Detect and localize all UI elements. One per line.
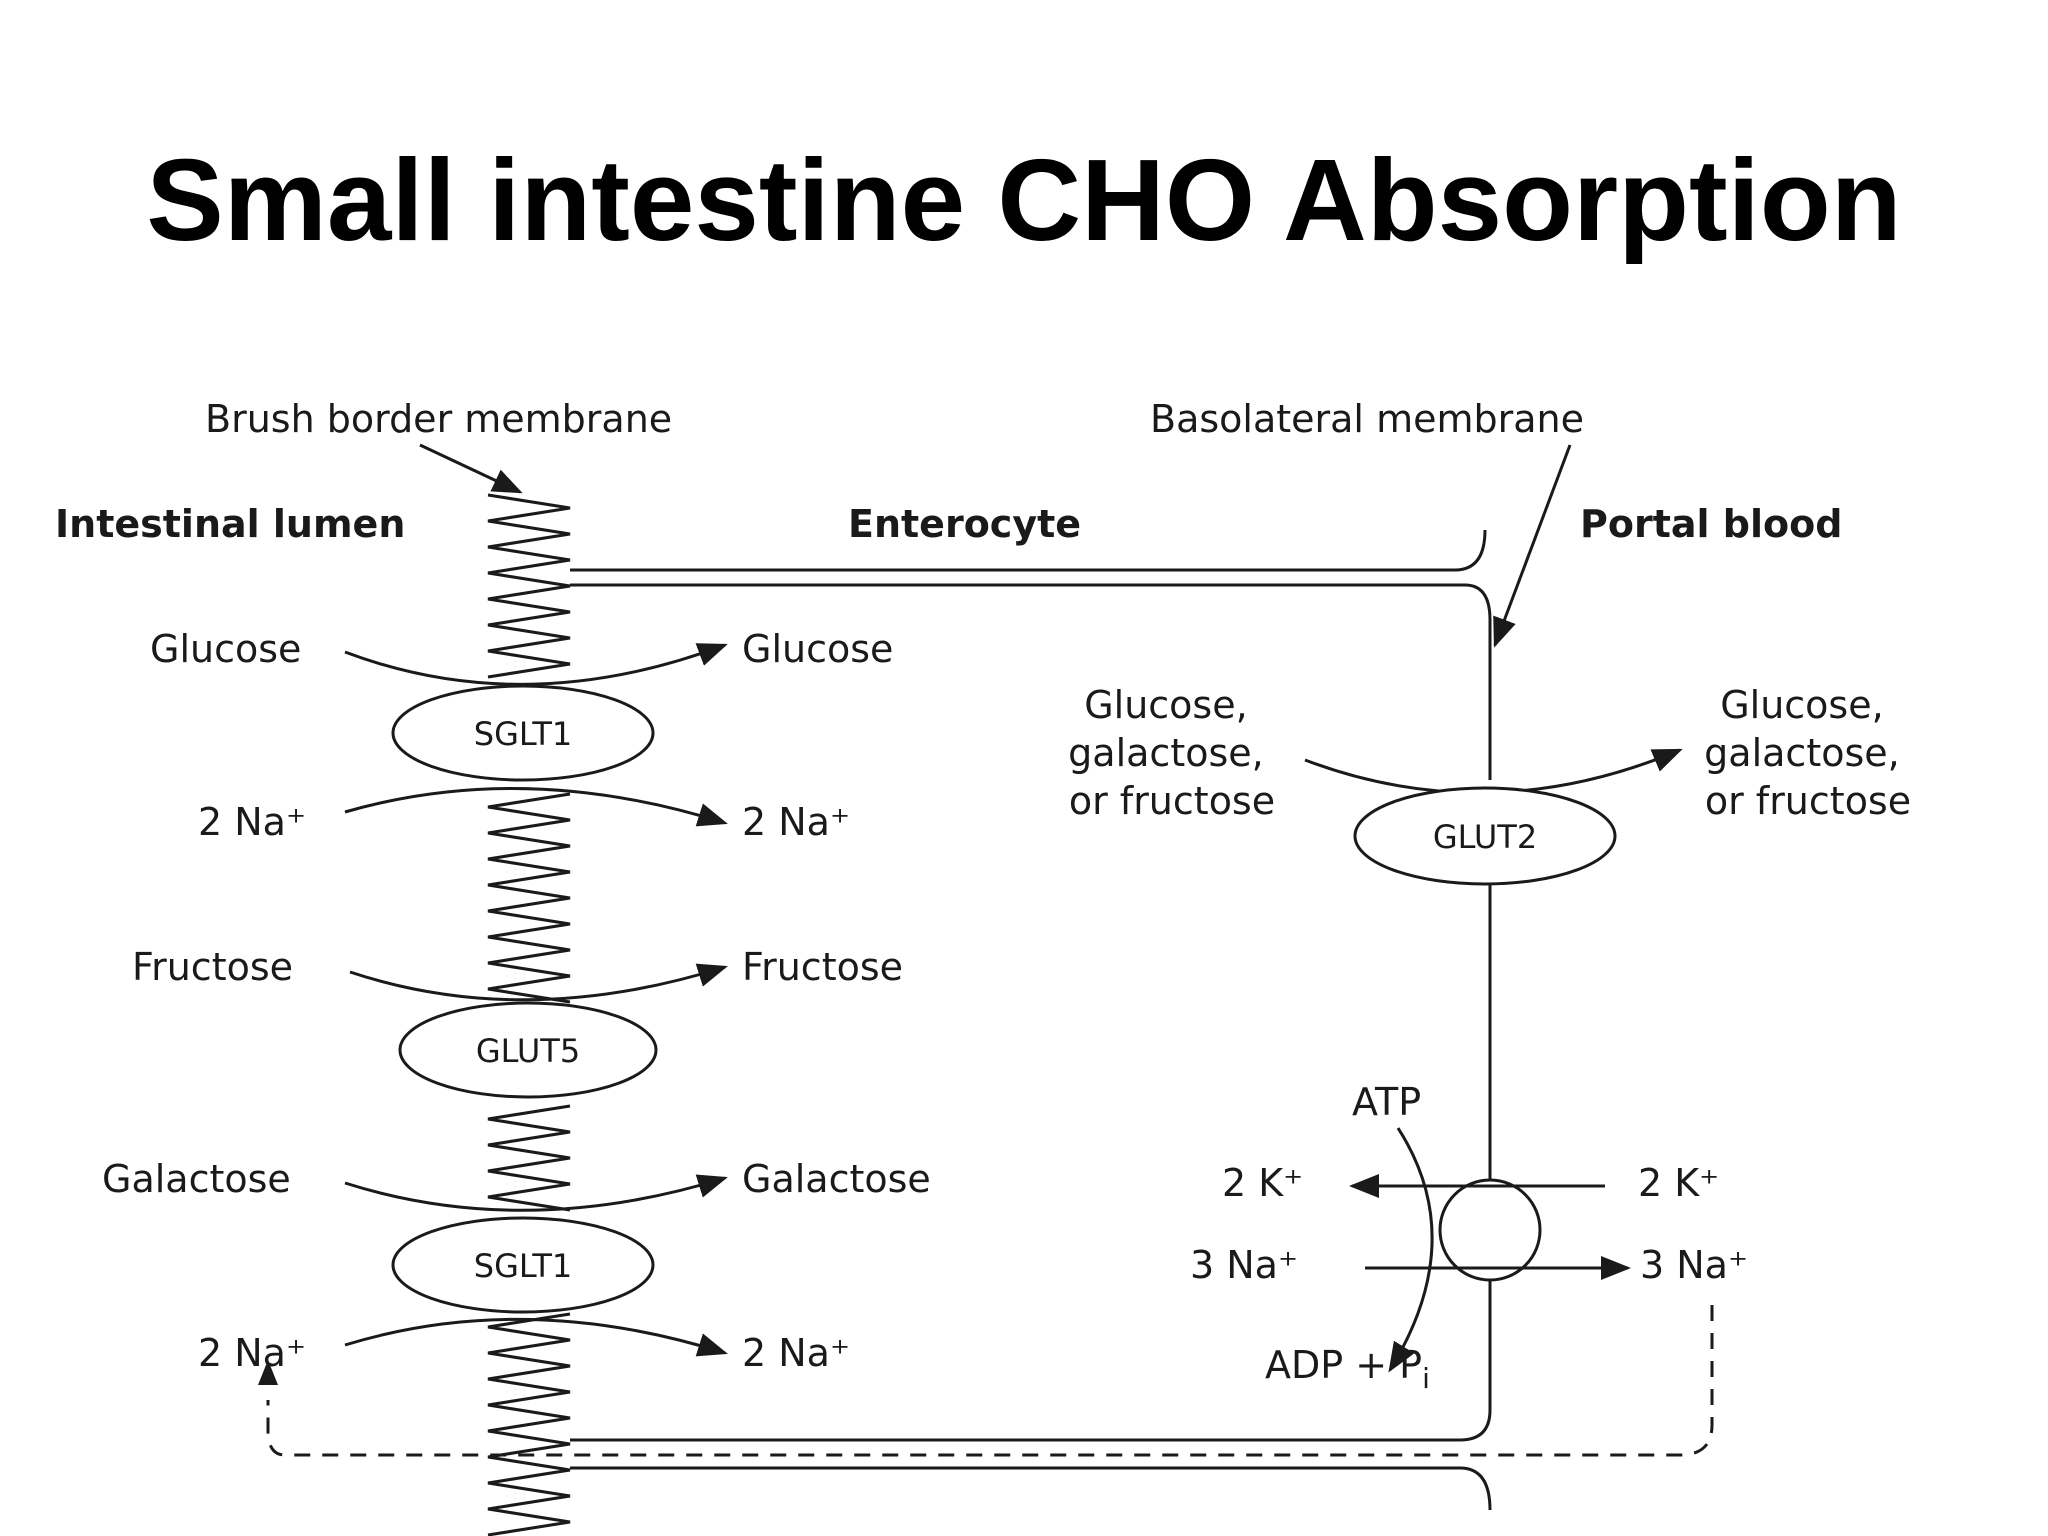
sglt1-bottom-label: SGLT1 (474, 1247, 572, 1285)
hexose-portal-line-1: Glucose, (1720, 683, 1884, 727)
na-k-atpase-pump (1438, 1178, 1542, 1282)
glut5-label: GLUT5 (476, 1032, 580, 1070)
sglt1-top-transporter (391, 684, 655, 782)
sodium-transport-arrow-top (344, 786, 728, 827)
atp-label: ATP (1352, 1080, 1421, 1124)
galactose-lumen-label: Galactose (102, 1157, 291, 1201)
sodium-enterocyte-pump-label: 3 Na⁺ (1190, 1243, 1298, 1287)
brush-border-label: Brush border membrane (205, 397, 672, 441)
enterocyte-top-inner-boundary (570, 583, 1492, 780)
fructose-transport-arrow (349, 963, 728, 1002)
glucose-lumen-label: Glucose (150, 627, 301, 671)
enterocyte-label: Enterocyte (848, 502, 1081, 546)
hexose-enterocyte-line-1: Glucose, (1084, 683, 1248, 727)
sodium-recycle-arrow-icon (258, 1360, 278, 1385)
sglt1-bottom-transporter (391, 1216, 655, 1314)
basolateral-pointer-arrow (1493, 444, 1572, 648)
sodium-recycle-dashed-path (266, 1305, 1714, 1457)
sodium-lumen-label-top: 2 Na⁺ (198, 800, 306, 844)
galactose-enterocyte-label: Galactose (742, 1157, 931, 1201)
intestinal-lumen-label: Intestinal lumen (55, 502, 405, 546)
glucose-enterocyte-label: Glucose (742, 627, 893, 671)
glut2-label: GLUT2 (1433, 818, 1537, 856)
hexose-portal-line-3: or fructose (1705, 779, 1911, 823)
potassium-portal-label: 2 K⁺ (1638, 1161, 1719, 1205)
sodium-portal-pump-label: 3 Na⁺ (1640, 1243, 1748, 1287)
portal-blood-label: Portal blood (1580, 502, 1842, 546)
hexose-efflux-arrow (1304, 748, 1683, 795)
glucose-transport-arrow (344, 643, 728, 686)
sodium-enterocyte-label-top: 2 Na⁺ (742, 800, 850, 844)
glut2-transporter (1353, 786, 1617, 886)
basolateral-label: Basolateral membrane (1150, 397, 1584, 441)
hexose-portal-label: Glucose, galactose, or fructose (1704, 683, 1912, 823)
fructose-enterocyte-label: Fructose (742, 945, 903, 989)
enterocyte-top-boundary (570, 529, 1487, 572)
sodium-transport-arrow-bottom (344, 1317, 728, 1357)
next-cell-boundary (570, 1466, 1492, 1511)
brush-border-pointer-arrow (419, 443, 523, 494)
sglt1-top-label: SGLT1 (474, 715, 572, 753)
glut5-transporter (398, 1001, 658, 1099)
hexose-portal-line-2: galactose, (1704, 731, 1900, 775)
sodium-lumen-label-bottom: 2 Na⁺ (198, 1331, 306, 1375)
adp-pi-label: ADP + Pi (1265, 1343, 1430, 1395)
fructose-lumen-label: Fructose (132, 945, 293, 989)
adp-pi-subscript: i (1422, 1362, 1430, 1395)
basolateral-membrane-lower (570, 1270, 1492, 1442)
galactose-transport-arrow (344, 1174, 728, 1212)
potassium-enterocyte-label: 2 K⁺ (1222, 1161, 1303, 1205)
sodium-enterocyte-label-bottom: 2 Na⁺ (742, 1331, 850, 1375)
hexose-enterocyte-line-2: galactose, (1068, 731, 1264, 775)
atp-hydrolysis-arrow (1388, 1127, 1434, 1373)
adp-pi-main: ADP + P (1265, 1343, 1422, 1387)
slide-title: Small intestine CHO Absorption (146, 135, 1902, 265)
hexose-enterocyte-label: Glucose, galactose, or fructose (1068, 683, 1276, 823)
hexose-enterocyte-line-3: or fructose (1069, 779, 1275, 823)
